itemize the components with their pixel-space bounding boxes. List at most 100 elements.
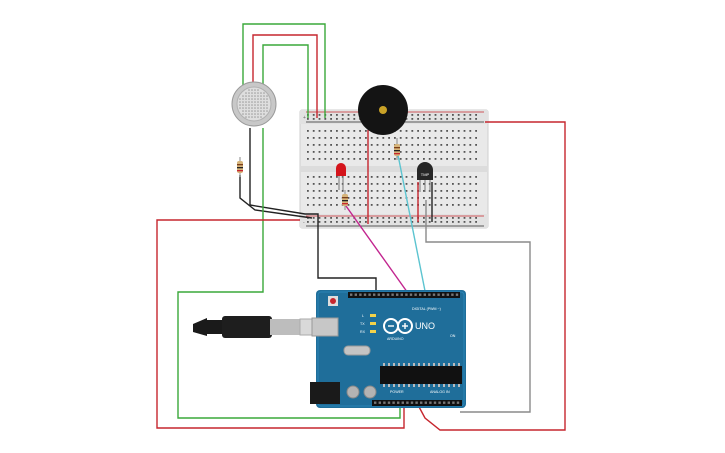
hole bbox=[405, 176, 408, 178]
hole bbox=[457, 151, 460, 153]
pin bbox=[455, 293, 459, 296]
hole bbox=[475, 176, 477, 178]
rail-hole bbox=[446, 118, 448, 120]
rail-hole bbox=[330, 221, 332, 223]
resistor-sensor[interactable] bbox=[237, 157, 243, 177]
hole bbox=[318, 204, 321, 206]
resistor-buzzer[interactable] bbox=[394, 138, 400, 160]
hole bbox=[463, 197, 466, 199]
rail-hole bbox=[399, 217, 402, 219]
chip-leg bbox=[423, 384, 425, 387]
analog-label: ANALOG IN bbox=[430, 390, 450, 394]
hole bbox=[440, 130, 443, 132]
hole bbox=[457, 137, 460, 139]
hole bbox=[463, 190, 466, 192]
rail-hole bbox=[336, 217, 338, 219]
hole bbox=[434, 158, 437, 160]
mesh-dot bbox=[245, 110, 247, 112]
hole bbox=[330, 158, 332, 160]
mesh-dot bbox=[266, 110, 268, 112]
hole bbox=[336, 144, 338, 146]
mesh-dot bbox=[263, 113, 265, 115]
hole bbox=[452, 137, 454, 139]
hole bbox=[336, 197, 338, 199]
hole bbox=[324, 137, 327, 139]
piezo-buzzer-icon[interactable] bbox=[358, 85, 408, 135]
mesh-dot bbox=[248, 113, 250, 115]
rail-hole bbox=[394, 217, 396, 219]
wire-green-long bbox=[177, 128, 401, 419]
hole bbox=[463, 176, 466, 178]
reset-button[interactable] bbox=[330, 298, 336, 304]
mesh-dot bbox=[242, 110, 244, 112]
chip-leg bbox=[428, 384, 430, 387]
rail-hole bbox=[353, 114, 356, 116]
hole bbox=[359, 183, 361, 185]
hole bbox=[423, 130, 425, 132]
hole bbox=[457, 190, 460, 192]
rail-hole bbox=[440, 118, 443, 120]
arduino-board[interactable]: L TX RX ON UNO ARDUINO DIGITAL (PWM ~) A… bbox=[310, 290, 466, 408]
pin bbox=[350, 293, 353, 296]
hole bbox=[359, 137, 361, 139]
resistor-led[interactable] bbox=[342, 190, 348, 210]
arduino-brand-text: ARDUINO bbox=[387, 337, 404, 341]
chip-leg bbox=[448, 363, 450, 366]
mesh-dot bbox=[263, 101, 265, 103]
hole bbox=[353, 183, 356, 185]
rail-hole bbox=[469, 217, 472, 219]
rail-hole bbox=[382, 217, 385, 219]
hole bbox=[376, 144, 379, 146]
hole bbox=[370, 151, 373, 153]
hole bbox=[312, 176, 315, 178]
temperature-sensor-icon[interactable]: TMP bbox=[417, 162, 433, 192]
hole bbox=[423, 204, 425, 206]
hole bbox=[446, 137, 448, 139]
rail-hole bbox=[463, 114, 466, 116]
pin bbox=[433, 401, 437, 404]
wire-magenta bbox=[345, 205, 411, 297]
hole bbox=[394, 158, 396, 160]
rail-hole bbox=[475, 217, 477, 219]
rail-hole bbox=[370, 221, 373, 223]
hole bbox=[341, 158, 344, 160]
hole bbox=[399, 130, 402, 132]
hole bbox=[376, 137, 379, 139]
pin bbox=[452, 401, 455, 404]
hole bbox=[382, 158, 385, 160]
chip-leg bbox=[393, 384, 395, 387]
pin bbox=[424, 401, 427, 404]
hole bbox=[423, 144, 425, 146]
hole bbox=[353, 144, 356, 146]
rail-hole bbox=[347, 114, 350, 116]
rail-hole bbox=[347, 118, 350, 120]
red-led-icon[interactable] bbox=[336, 163, 346, 190]
gas-sensor-icon[interactable] bbox=[231, 81, 277, 127]
rail-hole bbox=[353, 221, 356, 223]
hole bbox=[446, 158, 448, 160]
hole bbox=[330, 130, 332, 132]
rail-hole bbox=[312, 114, 315, 116]
hole bbox=[405, 130, 408, 132]
hole bbox=[370, 144, 373, 146]
hole bbox=[452, 190, 454, 192]
hole bbox=[347, 190, 350, 192]
hole bbox=[376, 197, 379, 199]
hole bbox=[341, 151, 344, 153]
rail-hole bbox=[452, 118, 454, 120]
hole bbox=[312, 158, 315, 160]
hole bbox=[446, 190, 448, 192]
mesh-dot bbox=[257, 89, 259, 91]
hole bbox=[341, 137, 344, 139]
hole bbox=[417, 151, 419, 153]
hole bbox=[428, 158, 431, 160]
hole bbox=[370, 190, 373, 192]
mesh-dot bbox=[242, 101, 244, 103]
rail-hole bbox=[318, 221, 321, 223]
hole bbox=[330, 183, 332, 185]
hole bbox=[312, 204, 315, 206]
hole bbox=[463, 158, 466, 160]
rail-hole bbox=[405, 217, 408, 219]
hole bbox=[411, 183, 414, 185]
mesh-dot bbox=[248, 107, 250, 109]
